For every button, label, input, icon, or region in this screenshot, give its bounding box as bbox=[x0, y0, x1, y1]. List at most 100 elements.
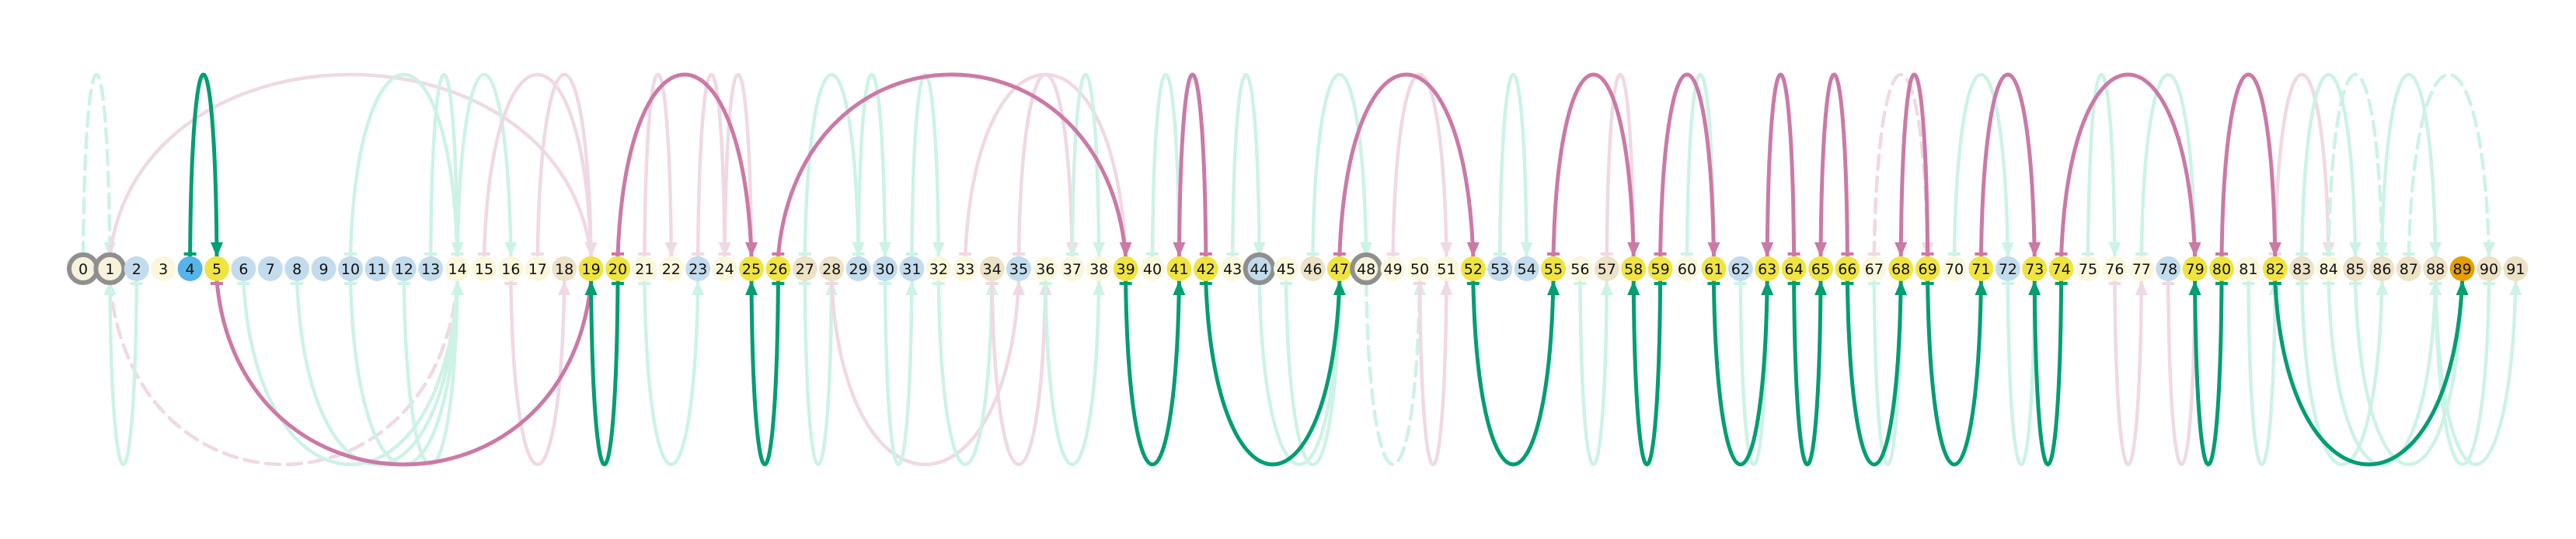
node-label: 89 bbox=[2453, 261, 2472, 278]
highlighted-edge-69-71 bbox=[1926, 279, 1983, 467]
node-circle bbox=[1460, 256, 1486, 281]
node-circle bbox=[1567, 256, 1593, 281]
edge-arrowhead bbox=[2001, 242, 2014, 257]
node-circle bbox=[712, 256, 737, 281]
edge-arrowhead bbox=[1360, 242, 1373, 257]
node-15: 15 bbox=[472, 256, 497, 281]
node-label: 31 bbox=[902, 261, 921, 278]
faded-edge-82-84 bbox=[2273, 73, 2330, 259]
node-label: 0 bbox=[78, 261, 88, 278]
edge-arrowhead bbox=[1093, 242, 1106, 257]
edge-arrowhead bbox=[2188, 242, 2201, 257]
edge-arrowhead bbox=[1600, 280, 1613, 295]
node-label: 90 bbox=[2480, 261, 2498, 278]
faded-edge-88-91 bbox=[2433, 279, 2518, 466]
node-circle bbox=[1541, 256, 1566, 281]
edge-arrowhead bbox=[2509, 280, 2522, 295]
node-circle bbox=[1968, 256, 1994, 281]
node-14: 14 bbox=[444, 256, 470, 281]
node-29: 29 bbox=[845, 256, 871, 281]
edge-arrowhead bbox=[2456, 280, 2469, 295]
node-31: 31 bbox=[899, 256, 925, 281]
node-circle bbox=[257, 256, 283, 281]
node-circle bbox=[1086, 256, 1112, 281]
highlighted-edge-59-58 bbox=[1631, 279, 1663, 467]
node-circle bbox=[1755, 256, 1780, 281]
edge-arrowhead bbox=[558, 280, 571, 295]
node-label: 80 bbox=[2212, 261, 2231, 278]
node-40: 40 bbox=[1140, 256, 1165, 281]
node-label: 18 bbox=[555, 261, 573, 278]
node-42: 42 bbox=[1193, 256, 1218, 281]
node-label: 45 bbox=[1277, 261, 1295, 278]
node-circle bbox=[1006, 256, 1031, 281]
node-88: 88 bbox=[2423, 256, 2449, 281]
node-circle bbox=[2182, 256, 2208, 281]
edge-arrowhead bbox=[1253, 242, 1266, 257]
node-circle bbox=[925, 256, 951, 281]
faded-edge-45-47 bbox=[1284, 279, 1342, 466]
highlighted-edge-26-25 bbox=[749, 279, 780, 467]
node-label: 69 bbox=[1919, 261, 1937, 278]
node-85: 85 bbox=[2343, 256, 2368, 281]
node-circle bbox=[2369, 256, 2395, 281]
node-circle bbox=[2262, 256, 2288, 281]
node-circle bbox=[1594, 256, 1619, 281]
node-label: 46 bbox=[1303, 261, 1322, 278]
highlighted-edge-26-39 bbox=[776, 72, 1128, 259]
node-label: 11 bbox=[368, 261, 386, 278]
node-circle bbox=[472, 256, 497, 281]
node-label: 24 bbox=[716, 261, 734, 278]
node-circle bbox=[685, 256, 711, 281]
node-66: 66 bbox=[1835, 256, 1860, 281]
node-circle bbox=[1407, 256, 1432, 281]
node-label: 74 bbox=[2052, 261, 2071, 278]
node-label: 59 bbox=[1651, 261, 1670, 278]
node-label: 3 bbox=[159, 261, 168, 278]
node-label: 10 bbox=[341, 261, 360, 278]
node-circle bbox=[2102, 256, 2128, 281]
node-77: 77 bbox=[2128, 256, 2154, 281]
node-8: 8 bbox=[284, 256, 310, 281]
node-label: 65 bbox=[1811, 261, 1830, 278]
node-86: 86 bbox=[2369, 256, 2395, 281]
faded-edge-83-85 bbox=[2299, 73, 2358, 259]
highlighted-edge-80-82 bbox=[2219, 72, 2278, 259]
node-label: 71 bbox=[1971, 261, 1990, 278]
faded-edge-50-51 bbox=[1417, 279, 1448, 467]
node-circle bbox=[391, 256, 417, 281]
faded-edge-78-79 bbox=[2166, 279, 2197, 467]
node-circle bbox=[1166, 256, 1192, 281]
node-84: 84 bbox=[2316, 256, 2341, 281]
node-circle bbox=[2449, 256, 2475, 281]
node-label: 49 bbox=[1384, 261, 1403, 278]
edge-arrowhead bbox=[1333, 280, 1346, 295]
edge-arrowhead bbox=[905, 280, 919, 295]
node-49: 49 bbox=[1380, 256, 1406, 281]
node-circle bbox=[177, 256, 203, 281]
node-circle bbox=[444, 256, 470, 281]
node-20: 20 bbox=[605, 256, 630, 281]
faded-edge-34-36 bbox=[990, 279, 1047, 466]
edge-arrowhead bbox=[103, 280, 117, 295]
node-38: 38 bbox=[1086, 256, 1112, 281]
node-circle bbox=[284, 256, 310, 281]
faded-edge-43-44 bbox=[1230, 72, 1261, 259]
node-circle bbox=[1995, 256, 2020, 281]
node-circle bbox=[873, 256, 898, 281]
highlighted-edge-47-52 bbox=[1337, 72, 1476, 259]
faded-edge-77-79 bbox=[2139, 73, 2197, 259]
edge-arrowhead bbox=[1119, 242, 1132, 257]
faded-edge-87-90 bbox=[2407, 73, 2491, 259]
node-39: 39 bbox=[1113, 256, 1138, 281]
edge-arrowhead bbox=[1173, 280, 1186, 295]
faded-edge-1-19 bbox=[108, 72, 593, 259]
node-61: 61 bbox=[1701, 256, 1727, 281]
node-label: 4 bbox=[186, 261, 195, 278]
node-circle bbox=[1942, 256, 1967, 281]
node-label: 54 bbox=[1518, 261, 1536, 278]
faded-edge-70-72 bbox=[1952, 73, 2010, 259]
node-label: 1 bbox=[105, 261, 114, 278]
node-circle bbox=[2048, 256, 2074, 281]
node-circle bbox=[231, 256, 256, 281]
